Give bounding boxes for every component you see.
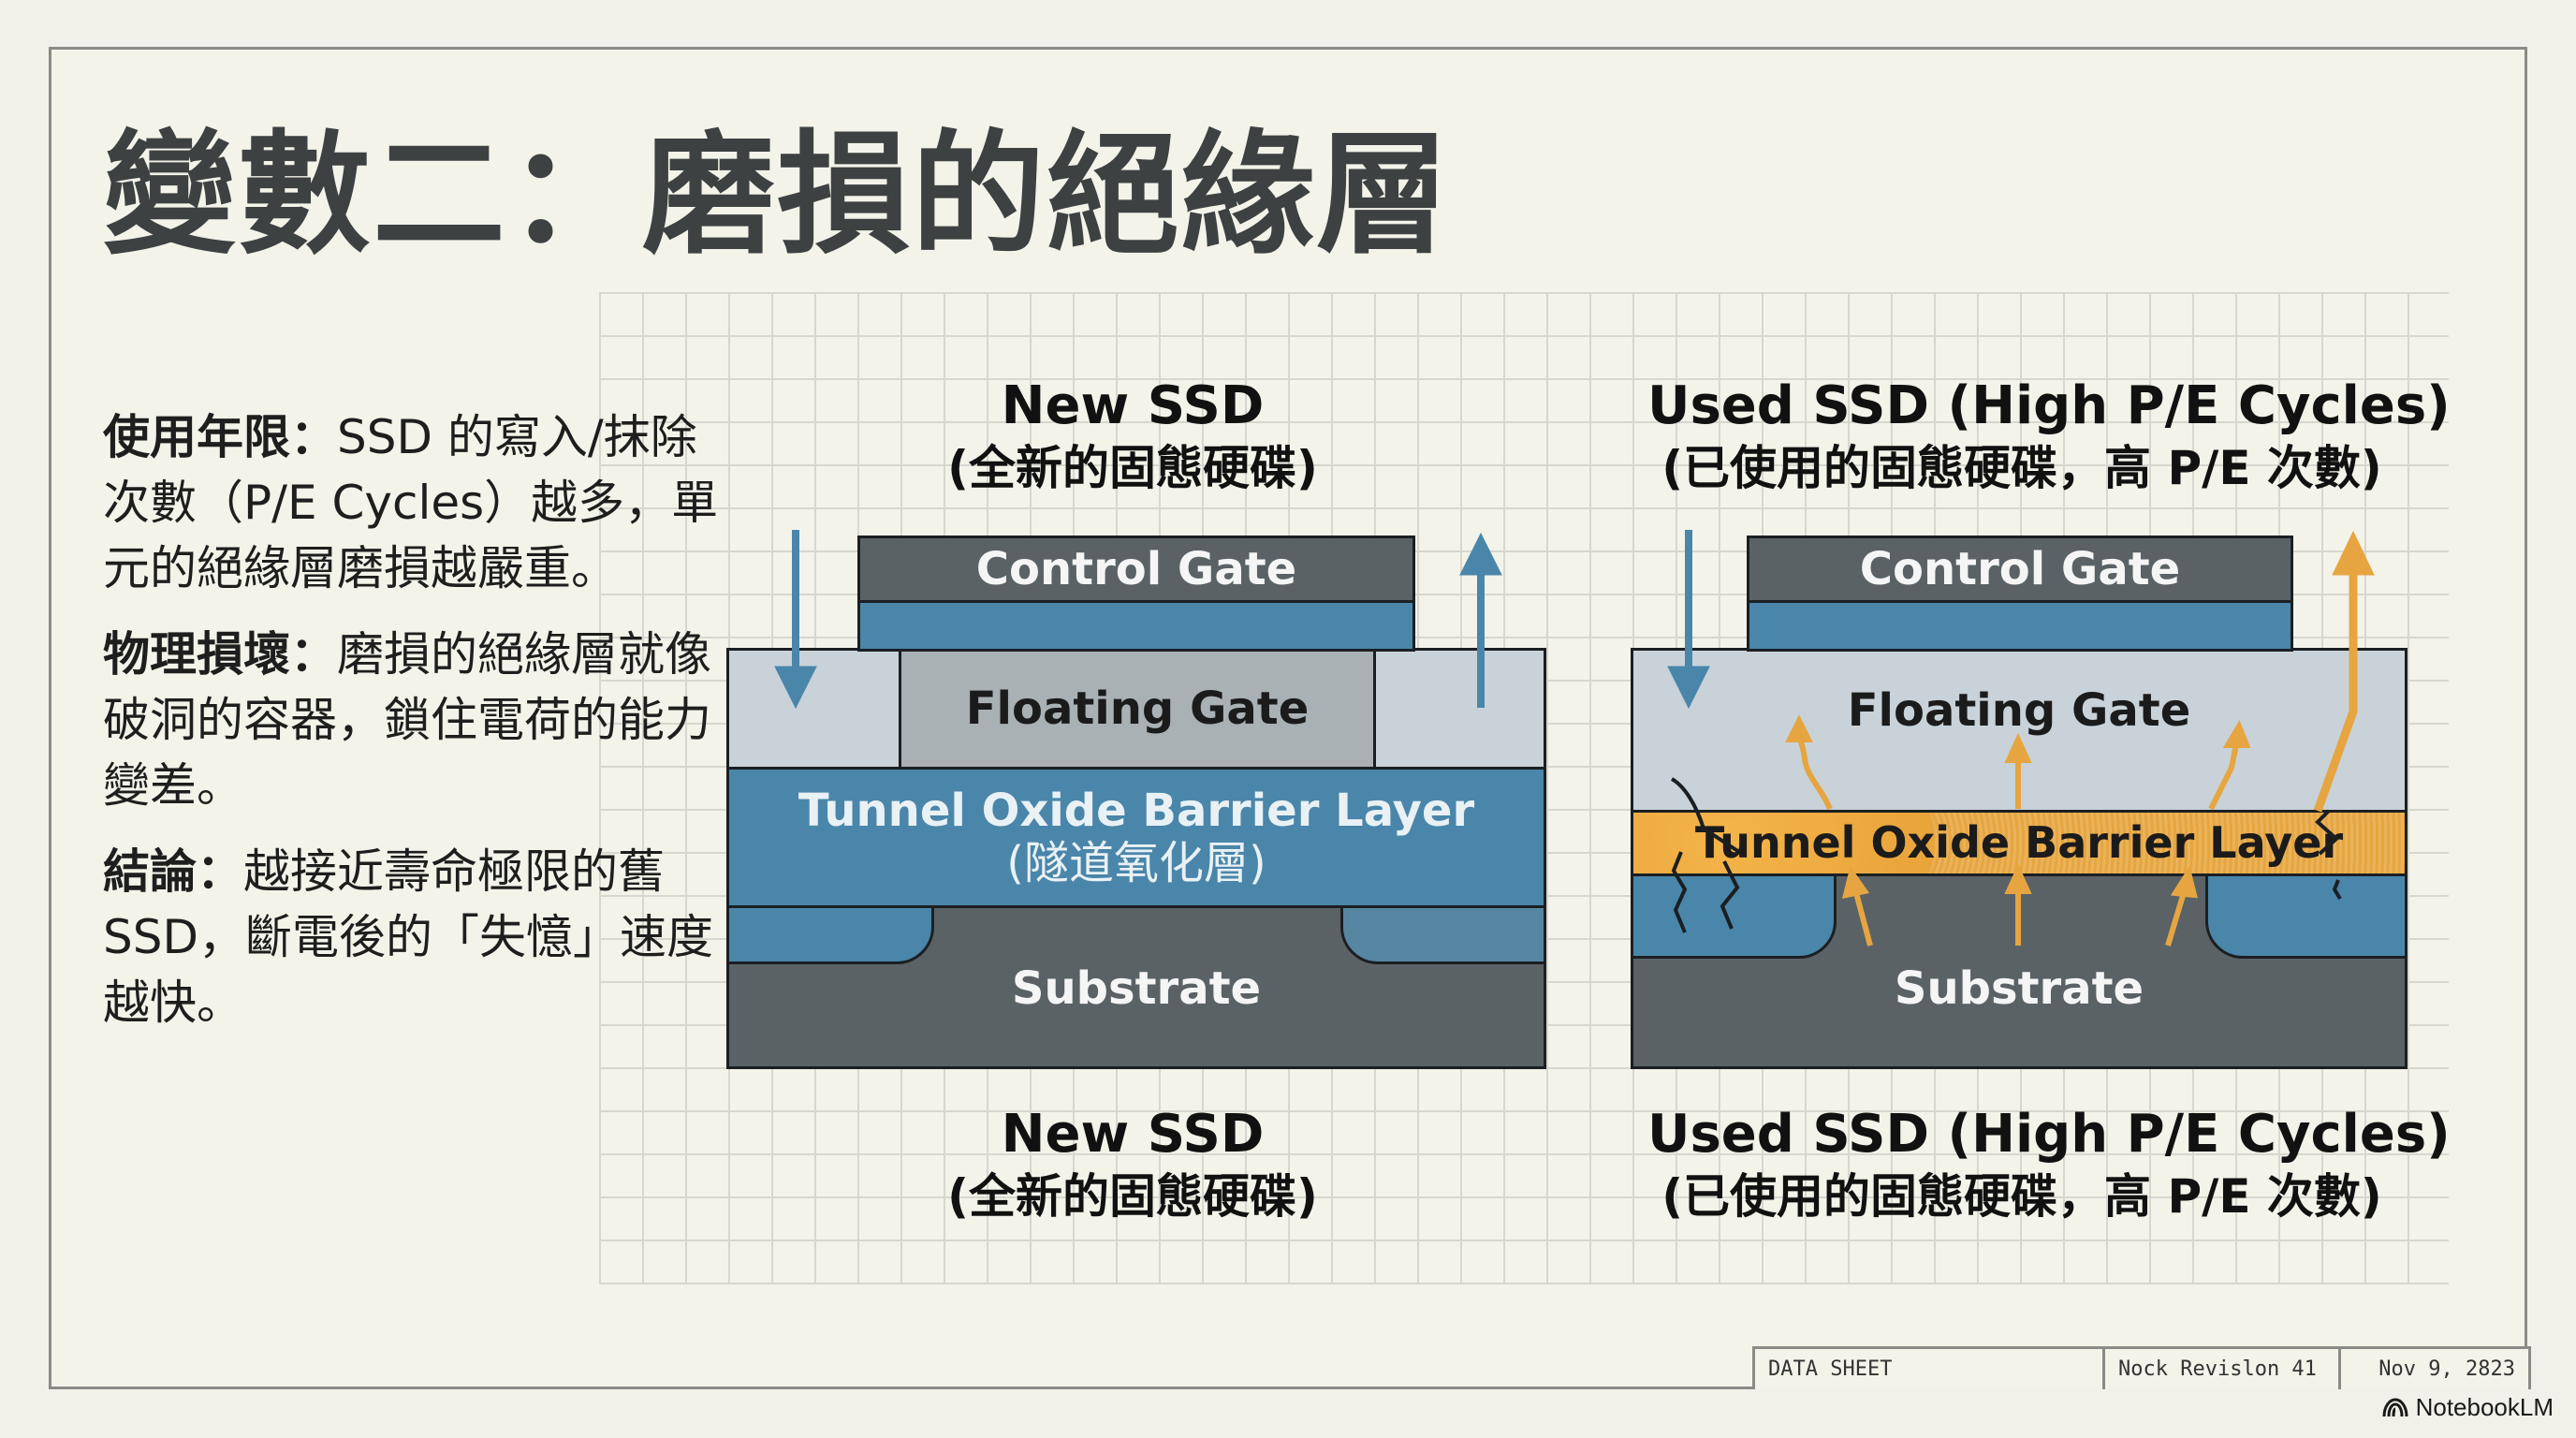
floating-gate-label: Floating Gate <box>965 682 1310 735</box>
used-source-well <box>1631 873 1837 959</box>
new-drain-well <box>1340 904 1546 964</box>
used-control-gate-blue <box>1747 599 2293 652</box>
footer-label: DATA SHEET <box>1755 1349 2105 1389</box>
control-gate-label: Control Gate <box>975 543 1297 595</box>
bullet-text: 磨損的絕緣層就像破洞的容器，鎖住電荷的能力變差。 <box>103 627 711 813</box>
caption-line: New SSD <box>1001 375 1265 436</box>
bullet-label: 物理損壞： <box>103 627 337 682</box>
caption-line: Used SSD (High P/E Cycles) <box>1647 1104 2451 1165</box>
caption-line: (已使用的固態硬碟，高 P/E 次數) <box>1661 1169 2382 1224</box>
floating-gate-label: Floating Gate <box>1847 684 2191 737</box>
bullet-list: 使用年限：SSD 的寫入/抹除次數（P/E Cycles）越多，單元的絕緣層磨損… <box>103 404 739 1056</box>
caption-line: Used SSD (High P/E Cycles) <box>1647 375 2451 436</box>
data-sheet-footer: DATA SHEET Nock Revislon 41 Nov 9, 2823 <box>1752 1346 2531 1389</box>
used-drain-well <box>2205 873 2408 959</box>
caption-line: (全新的固態硬碟) <box>947 1169 1318 1224</box>
new-ssd-caption-bottom: New SSD (全新的固態硬碟) <box>917 1103 1348 1226</box>
bullet-text: 越接近壽命極限的舊 SSD，斷電後的「失憶」速度越快。 <box>103 844 713 1030</box>
bullet-label: 結論： <box>103 844 243 899</box>
used-floating-gate: Floating Gate <box>1631 648 2408 813</box>
footer-revision: Nock Revislon 41 <box>2105 1349 2341 1389</box>
slide-title: 變數二：磨損的絕緣層 <box>103 118 1451 272</box>
new-substrate-label: Substrate <box>1011 962 1262 1015</box>
bullet-text: SSD 的寫入/抹除次數（P/E Cycles）越多，單元的絕緣層磨損越嚴重。 <box>103 410 719 595</box>
footer-date: Nov 9, 2823 <box>2378 1357 2515 1381</box>
new-source-well <box>726 904 934 964</box>
used-control-gate: Control Gate <box>1747 536 2293 603</box>
notebooklm-logo-icon <box>2382 1397 2408 1416</box>
new-control-gate-blue <box>857 599 1415 652</box>
used-tunnel-oxide-layer-damaged: Tunnel Oxide Barrier Layer <box>1631 809 2408 876</box>
bullet-lifespan: 使用年限：SSD 的寫入/抹除次數（P/E Cycles）越多，單元的絕緣層磨損… <box>103 404 739 601</box>
brand-name: NotebookLM <box>2415 1393 2554 1421</box>
caption-line: (已使用的固態硬碟，高 P/E 次數) <box>1661 441 2382 495</box>
new-control-gate: Control Gate <box>857 536 1415 603</box>
caption-line: New SSD <box>1001 1104 1265 1165</box>
used-ssd-caption-bottom: Used SSD (High P/E Cycles) (已使用的固態硬碟，高 P… <box>1647 1103 2451 1226</box>
new-ssd-caption-top: New SSD (全新的固態硬碟) <box>917 374 1348 498</box>
used-substrate-label: Substrate <box>1894 962 2144 1015</box>
bullet-conclusion: 結論：越接近壽命極限的舊 SSD，斷電後的「失憶」速度越快。 <box>103 839 739 1035</box>
caption-line: (全新的固態硬碟) <box>947 441 1318 495</box>
bullet-label: 使用年限： <box>103 410 337 464</box>
notebooklm-brand: NotebookLM <box>2382 1393 2554 1422</box>
used-ssd-caption-top: Used SSD (High P/E Cycles) (已使用的固態硬碟，高 P… <box>1647 374 2451 498</box>
tunnel-oxide-label: Tunnel Oxide Barrier Layer <box>1694 817 2344 868</box>
control-gate-label: Control Gate <box>1859 543 2181 595</box>
tunnel-oxide-label: Tunnel Oxide Barrier Layer <box>798 785 1475 837</box>
bullet-physical-damage: 物理損壞：磨損的絕緣層就像破洞的容器，鎖住電荷的能力變差。 <box>103 622 739 818</box>
new-tunnel-oxide-layer: Tunnel Oxide Barrier Layer (隧道氧化層) <box>726 766 1546 908</box>
new-floating-gate: Floating Gate <box>899 648 1376 770</box>
tunnel-oxide-zh-label: (隧道氧化層) <box>1006 837 1266 889</box>
